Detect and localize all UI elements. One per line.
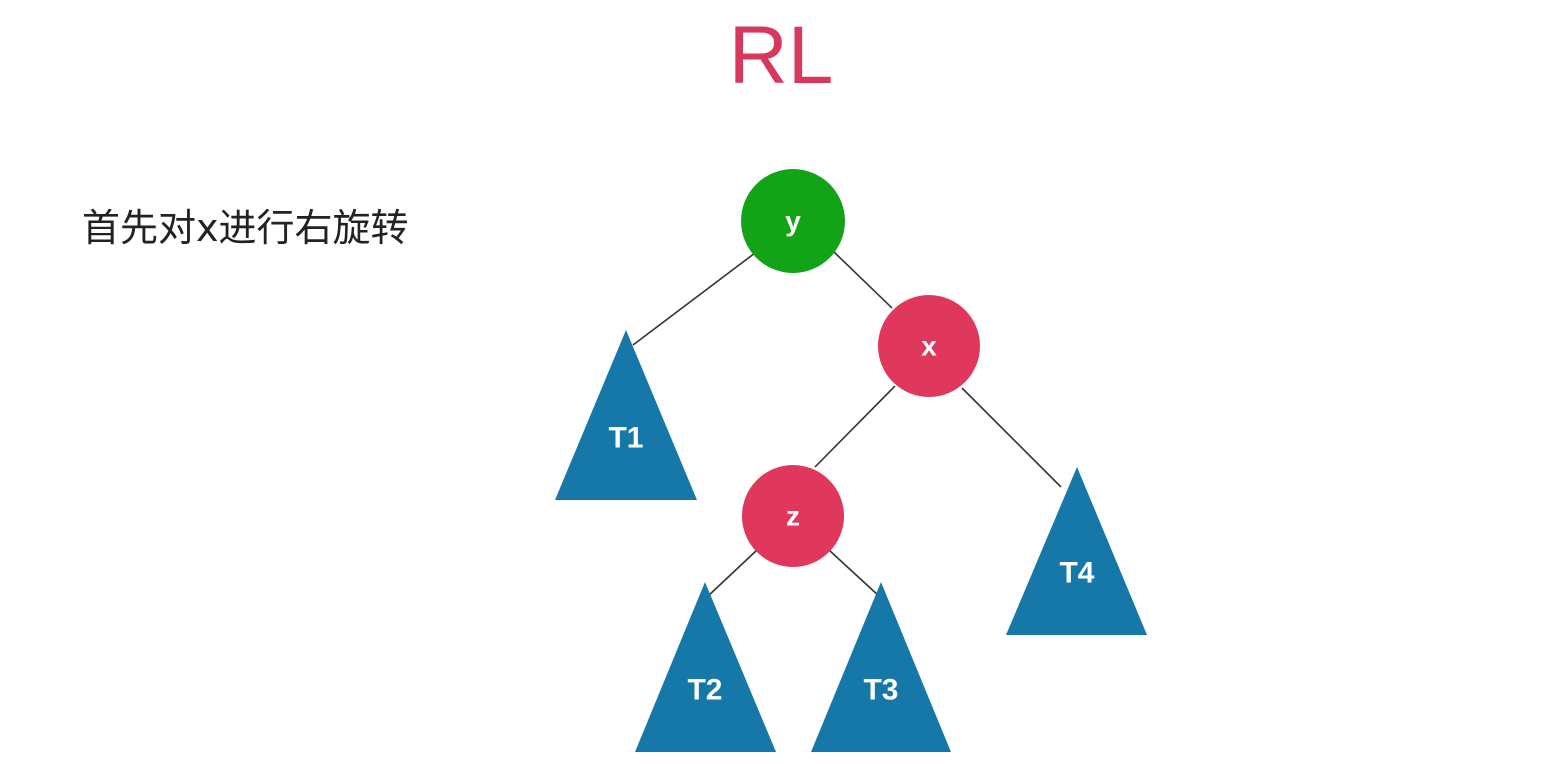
edges-layer — [632, 251, 1062, 598]
node-x-circle — [878, 295, 980, 397]
subtree-t3-label: T3 — [863, 674, 898, 707]
node-x: x — [878, 295, 980, 397]
edge-y-x — [833, 251, 893, 309]
subtree-t3-triangle — [811, 582, 951, 752]
subtrees-layer: T1 T2 T3 T4 — [555, 330, 1147, 752]
node-x-label: x — [921, 331, 937, 362]
node-z-label: z — [786, 501, 800, 532]
edge-z-T2 — [706, 549, 758, 598]
node-y-circle — [741, 169, 845, 273]
slide-title: RL — [728, 10, 834, 101]
subtree-t2: T2 — [635, 582, 776, 752]
subtree-t1-label: T1 — [608, 422, 643, 455]
subtree-t4: T4 — [1006, 467, 1147, 635]
node-y-label: y — [785, 206, 801, 237]
subtree-t2-triangle — [635, 582, 776, 752]
edge-x-z — [814, 385, 896, 468]
node-y: y — [741, 169, 845, 273]
subtree-t4-triangle — [1006, 467, 1147, 635]
node-z-circle — [742, 465, 844, 567]
subtree-t4-label: T4 — [1059, 557, 1094, 590]
edge-y-T1 — [632, 252, 756, 346]
nodes-layer: y x z — [741, 169, 980, 567]
subtree-t2-label: T2 — [687, 674, 722, 707]
subtree-t3: T3 — [811, 582, 951, 752]
edge-x-T4 — [961, 387, 1062, 488]
step-caption: 首先对x进行右旋转 — [82, 206, 409, 250]
edge-z-T3 — [828, 549, 881, 598]
node-z: z — [742, 465, 844, 567]
subtree-t1-triangle — [555, 330, 697, 500]
subtree-t1: T1 — [555, 330, 697, 500]
